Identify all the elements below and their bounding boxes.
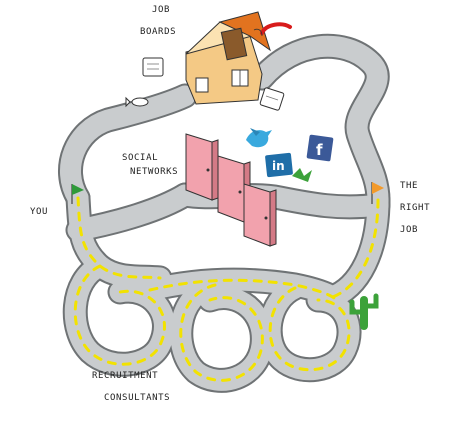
door-3 bbox=[243, 183, 277, 247]
twitter-bird-icon bbox=[246, 128, 272, 148]
cactus-icon bbox=[349, 293, 379, 330]
job-boards-label: JOB BOARDS bbox=[140, 5, 176, 37]
door-1 bbox=[185, 133, 219, 201]
you-label: YOU bbox=[30, 207, 48, 217]
recruitment-consultants-label: RECRUITMENT CONSULTANTS bbox=[92, 371, 170, 403]
facebook-logo-text: f bbox=[316, 141, 323, 159]
finish-flag-icon bbox=[371, 182, 384, 204]
fish-icon bbox=[125, 96, 149, 108]
scroll-left-icon bbox=[142, 57, 164, 77]
job-boards-house bbox=[185, 11, 271, 105]
the-right-job-label: THE RIGHT JOB bbox=[400, 181, 436, 235]
scroll-right-icon bbox=[259, 87, 285, 111]
social-networks-label: SOCIAL NETWORKS bbox=[122, 153, 178, 177]
social-network-doors bbox=[185, 133, 277, 247]
phone-icon bbox=[253, 22, 292, 37]
plant-icon bbox=[292, 168, 312, 182]
road-network bbox=[58, 33, 391, 393]
linkedin-logo-text: in bbox=[272, 159, 285, 173]
facebook-logo-icon: f bbox=[306, 134, 334, 162]
linkedin-logo-icon: in bbox=[265, 152, 293, 178]
start-flag-icon bbox=[71, 184, 84, 204]
